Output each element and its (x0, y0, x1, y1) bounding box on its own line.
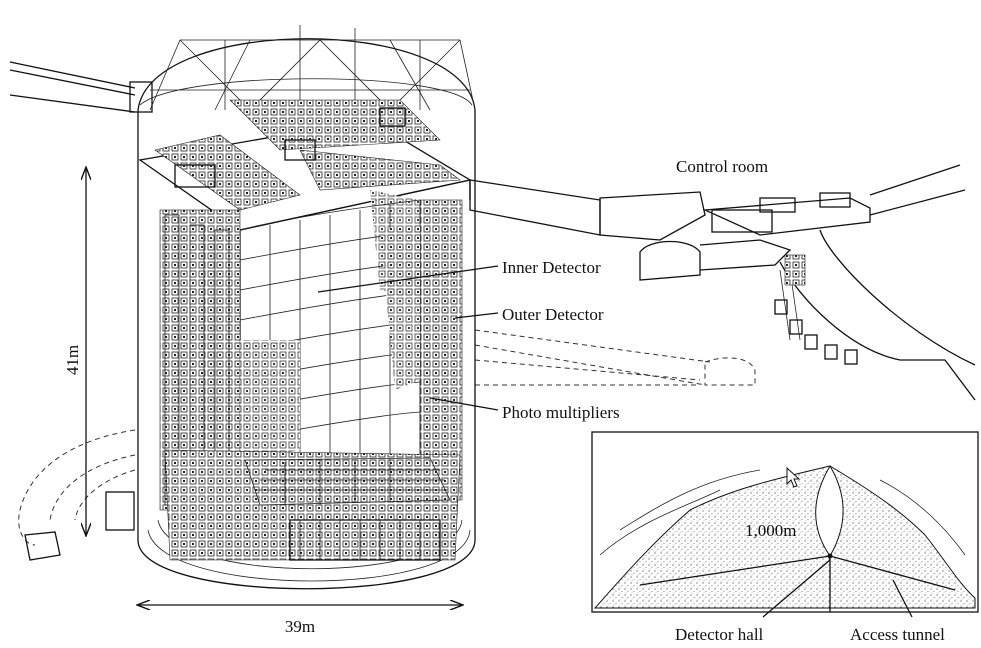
upper-tunnel (9, 61, 153, 113)
dome-truss (139, 25, 476, 111)
label-depth: 1,000m (745, 521, 796, 540)
label-height: 41m (63, 345, 82, 375)
lower-dashed-tunnel (18, 429, 136, 561)
label-photo-multipliers: Photo multipliers (502, 403, 620, 422)
label-diameter: 39m (285, 617, 315, 636)
mountain-inset (591, 431, 979, 613)
right-dashed-tunnel (474, 329, 756, 386)
inner-detector-wall (239, 199, 421, 521)
label-detector-hall: Detector hall (675, 625, 764, 644)
leader-lines (317, 265, 913, 618)
label-inner-detector: Inner Detector (502, 258, 601, 277)
mouse-pointer-icon (786, 466, 801, 488)
label-access-tunnel: Access tunnel (850, 625, 945, 644)
label-control-room: Control room (676, 157, 768, 176)
detector-floor (164, 449, 461, 561)
control-room-area (469, 164, 976, 401)
label-outer-detector: Outer Detector (502, 305, 604, 324)
